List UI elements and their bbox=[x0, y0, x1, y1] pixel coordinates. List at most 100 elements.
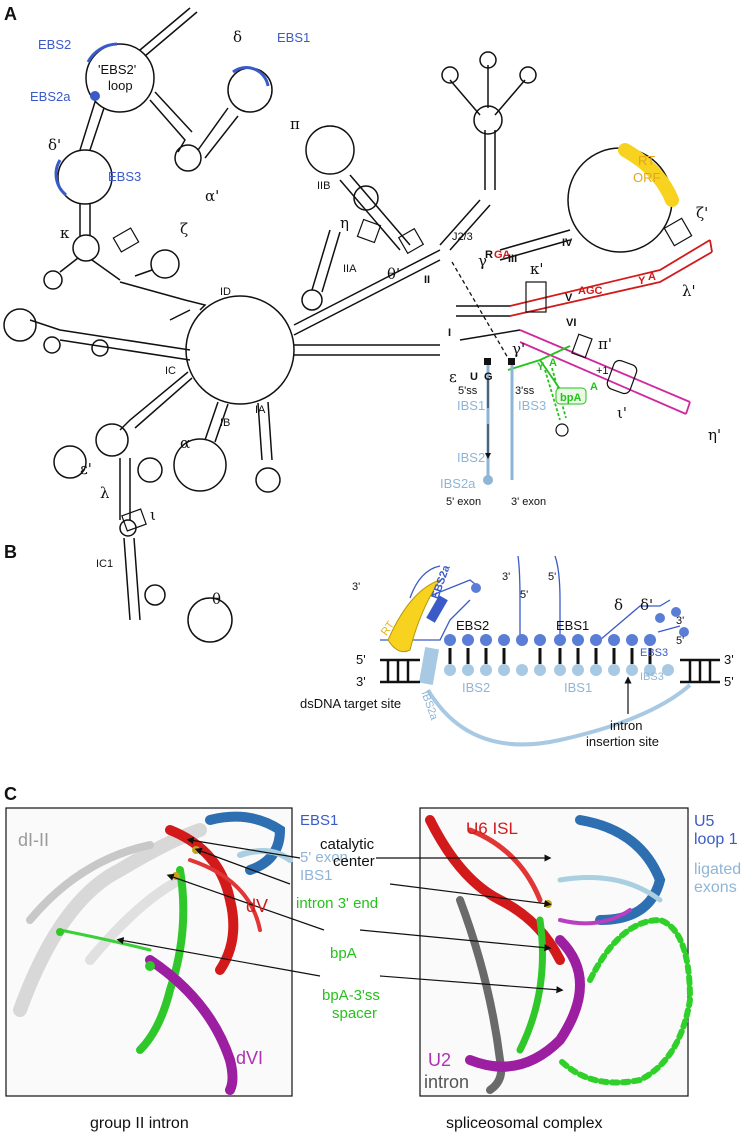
label-alpha-prime: α' bbox=[205, 187, 219, 205]
label-kappa-prime: κ' bbox=[530, 260, 544, 278]
label-3-exon: 3' exon bbox=[511, 496, 546, 508]
c-label-u6: U6 ISL bbox=[466, 819, 518, 838]
label-vi: VI bbox=[566, 317, 576, 329]
gamma-dashed-line bbox=[451, 261, 509, 359]
b-label-right-5: 5' bbox=[724, 674, 734, 689]
label-star-a: A bbox=[590, 381, 598, 393]
label-ga: GA bbox=[494, 249, 511, 261]
label-iota-prime: ι' bbox=[617, 404, 627, 422]
panel-a-labels: EBS2 'EBS2' loop EBS2a EBS1 δ δ' EBS3 α'… bbox=[30, 28, 721, 608]
c-label-u5: U5 bbox=[694, 813, 715, 830]
ebs2a-dot bbox=[90, 91, 100, 101]
label-iii: III bbox=[508, 253, 517, 265]
label-epsilon: ε bbox=[449, 368, 457, 386]
b-label-5-b: 5' bbox=[548, 571, 556, 583]
label-a-vi: A bbox=[549, 357, 557, 369]
ebs-arcs bbox=[54, 42, 270, 197]
label-lambda-prime: λ' bbox=[682, 282, 696, 300]
c-label-center: center bbox=[333, 853, 375, 870]
label-g: G bbox=[484, 371, 493, 383]
b-label-5-c: 5' bbox=[676, 635, 684, 647]
label-j23: J2/3 bbox=[452, 231, 473, 243]
label-iia: IIA bbox=[343, 263, 357, 275]
c-label-intron: intron bbox=[424, 1072, 469, 1092]
b-label-ibs2: IBS2 bbox=[462, 680, 490, 695]
label-agc: AGC bbox=[578, 285, 603, 297]
label-eta: η bbox=[340, 214, 349, 232]
label-ebs2-loop: 'EBS2' bbox=[98, 62, 136, 77]
c-label-ligated: ligated bbox=[694, 861, 741, 878]
label-ibs3: IBS3 bbox=[518, 398, 546, 413]
b-label-3-a: 3' bbox=[352, 581, 360, 593]
plus-circle-icon bbox=[555, 423, 569, 437]
label-ib: IB bbox=[220, 417, 230, 429]
label-alpha: α bbox=[180, 434, 190, 452]
label-orf: ORF bbox=[633, 170, 661, 185]
b-label-left-5: 5' bbox=[356, 652, 366, 667]
label-bpa: bpA bbox=[560, 392, 581, 404]
panel-label-a: A bbox=[4, 4, 17, 24]
label-u: U bbox=[470, 371, 478, 383]
label-epsilon-prime: ε' bbox=[80, 460, 92, 478]
b-label-delta: δ bbox=[614, 596, 623, 614]
label-ebs2: EBS2 bbox=[38, 37, 71, 52]
c-label-dvi: dVI bbox=[236, 1048, 263, 1068]
b-label-ebs3: EBS3 bbox=[640, 647, 668, 659]
label-pi: π bbox=[290, 115, 300, 133]
label-theta: θ bbox=[212, 590, 221, 608]
label-lambda: λ bbox=[100, 484, 110, 502]
c-label-spacer-1: bpA-3'ss bbox=[322, 987, 380, 1004]
label-iv: IV bbox=[562, 237, 573, 249]
b-label-dsdna: dsDNA target site bbox=[300, 696, 401, 711]
label-delta: δ bbox=[233, 28, 242, 46]
label-rt: RT bbox=[638, 153, 655, 168]
b-label-insertion: insertion site bbox=[586, 734, 659, 749]
label-zeta: ζ bbox=[180, 220, 188, 238]
label-kappa: κ bbox=[60, 224, 70, 242]
label-iib: IIB bbox=[317, 180, 330, 192]
c-caption-right: spliceosomal complex bbox=[446, 1115, 603, 1132]
label-ibs2: IBS2 bbox=[457, 450, 485, 465]
c-label-ibs1: IBS1 bbox=[300, 867, 333, 884]
b-label-ibs1: IBS1 bbox=[564, 680, 592, 695]
c-label-bpa: bpA bbox=[330, 945, 357, 962]
label-5-exon: 5' exon bbox=[446, 496, 481, 508]
b-label-left-3: 3' bbox=[356, 674, 366, 689]
domain-vi-helix bbox=[519, 329, 691, 415]
label-pi-prime: π' bbox=[598, 335, 612, 353]
b-label-3-b: 3' bbox=[502, 571, 510, 583]
c-caption-left: group II intron bbox=[90, 1115, 189, 1132]
label-ebs3: EBS3 bbox=[108, 169, 141, 184]
label-y-v: Y bbox=[638, 275, 646, 287]
b-label-ibs3: IBS3 bbox=[640, 671, 664, 683]
label-v: V bbox=[565, 292, 573, 304]
label-iota: ι bbox=[150, 506, 156, 524]
label-delta-prime: δ' bbox=[48, 136, 61, 154]
callout-arrows bbox=[116, 837, 564, 994]
label-y-vi: Y bbox=[537, 361, 545, 373]
rt-orf-bar bbox=[618, 143, 679, 207]
label-gamma: γ bbox=[478, 252, 487, 270]
c-label-exons: exons bbox=[694, 879, 737, 896]
label-eta-prime: η' bbox=[708, 426, 721, 444]
c-label-u2: U2 bbox=[428, 1050, 451, 1070]
c-label-dl-ii: dI-II bbox=[18, 830, 49, 850]
panel-b-diagram: 3' 5' EBS2a RT EBS2 EBS1 3' 5' δ δ' 3' 5… bbox=[300, 555, 734, 749]
c-label-intron-3-end: intron 3' end bbox=[296, 895, 378, 912]
label-ic: IC bbox=[165, 365, 176, 377]
5ss-marker bbox=[484, 358, 491, 365]
b-label-right-3: 3' bbox=[724, 652, 734, 667]
bpa-box bbox=[555, 387, 587, 405]
label-3ss: 3'ss bbox=[515, 385, 535, 397]
group-ii-intron-structure bbox=[5, 807, 293, 1097]
label-5ss: 5'ss bbox=[458, 385, 478, 397]
c-label-catalytic: catalytic bbox=[320, 836, 375, 853]
c-label-ebs1: EBS1 bbox=[300, 812, 338, 829]
label-a-v: A bbox=[648, 271, 656, 283]
panel-c-labels: dI-II EBS1 5' exon IBS1 dV dVI catalytic… bbox=[18, 812, 741, 1132]
interaction-boxes bbox=[112, 217, 693, 532]
c-label-5-exon: 5' exon bbox=[300, 849, 348, 866]
label-theta-prime: θ' bbox=[387, 265, 400, 283]
c-label-loop1: loop 1 bbox=[694, 831, 738, 848]
panel-label-b: B bbox=[4, 542, 17, 562]
